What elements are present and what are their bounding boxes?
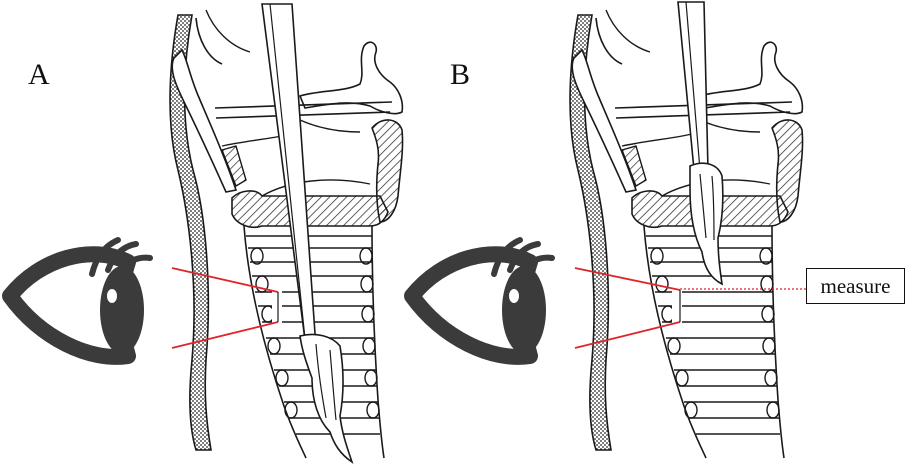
measure-label-box: measure	[806, 268, 905, 304]
sight-lines-a	[172, 268, 278, 348]
catheter-b	[678, 2, 723, 284]
eye-icon	[10, 240, 150, 357]
panel-label-a: A	[28, 58, 50, 92]
eye-icon	[412, 240, 552, 357]
panel-a	[10, 4, 403, 462]
catheter-a	[262, 4, 352, 462]
panel-b	[412, 2, 806, 458]
panel-label-b: B	[450, 58, 470, 92]
measure-label: measure	[821, 274, 891, 299]
